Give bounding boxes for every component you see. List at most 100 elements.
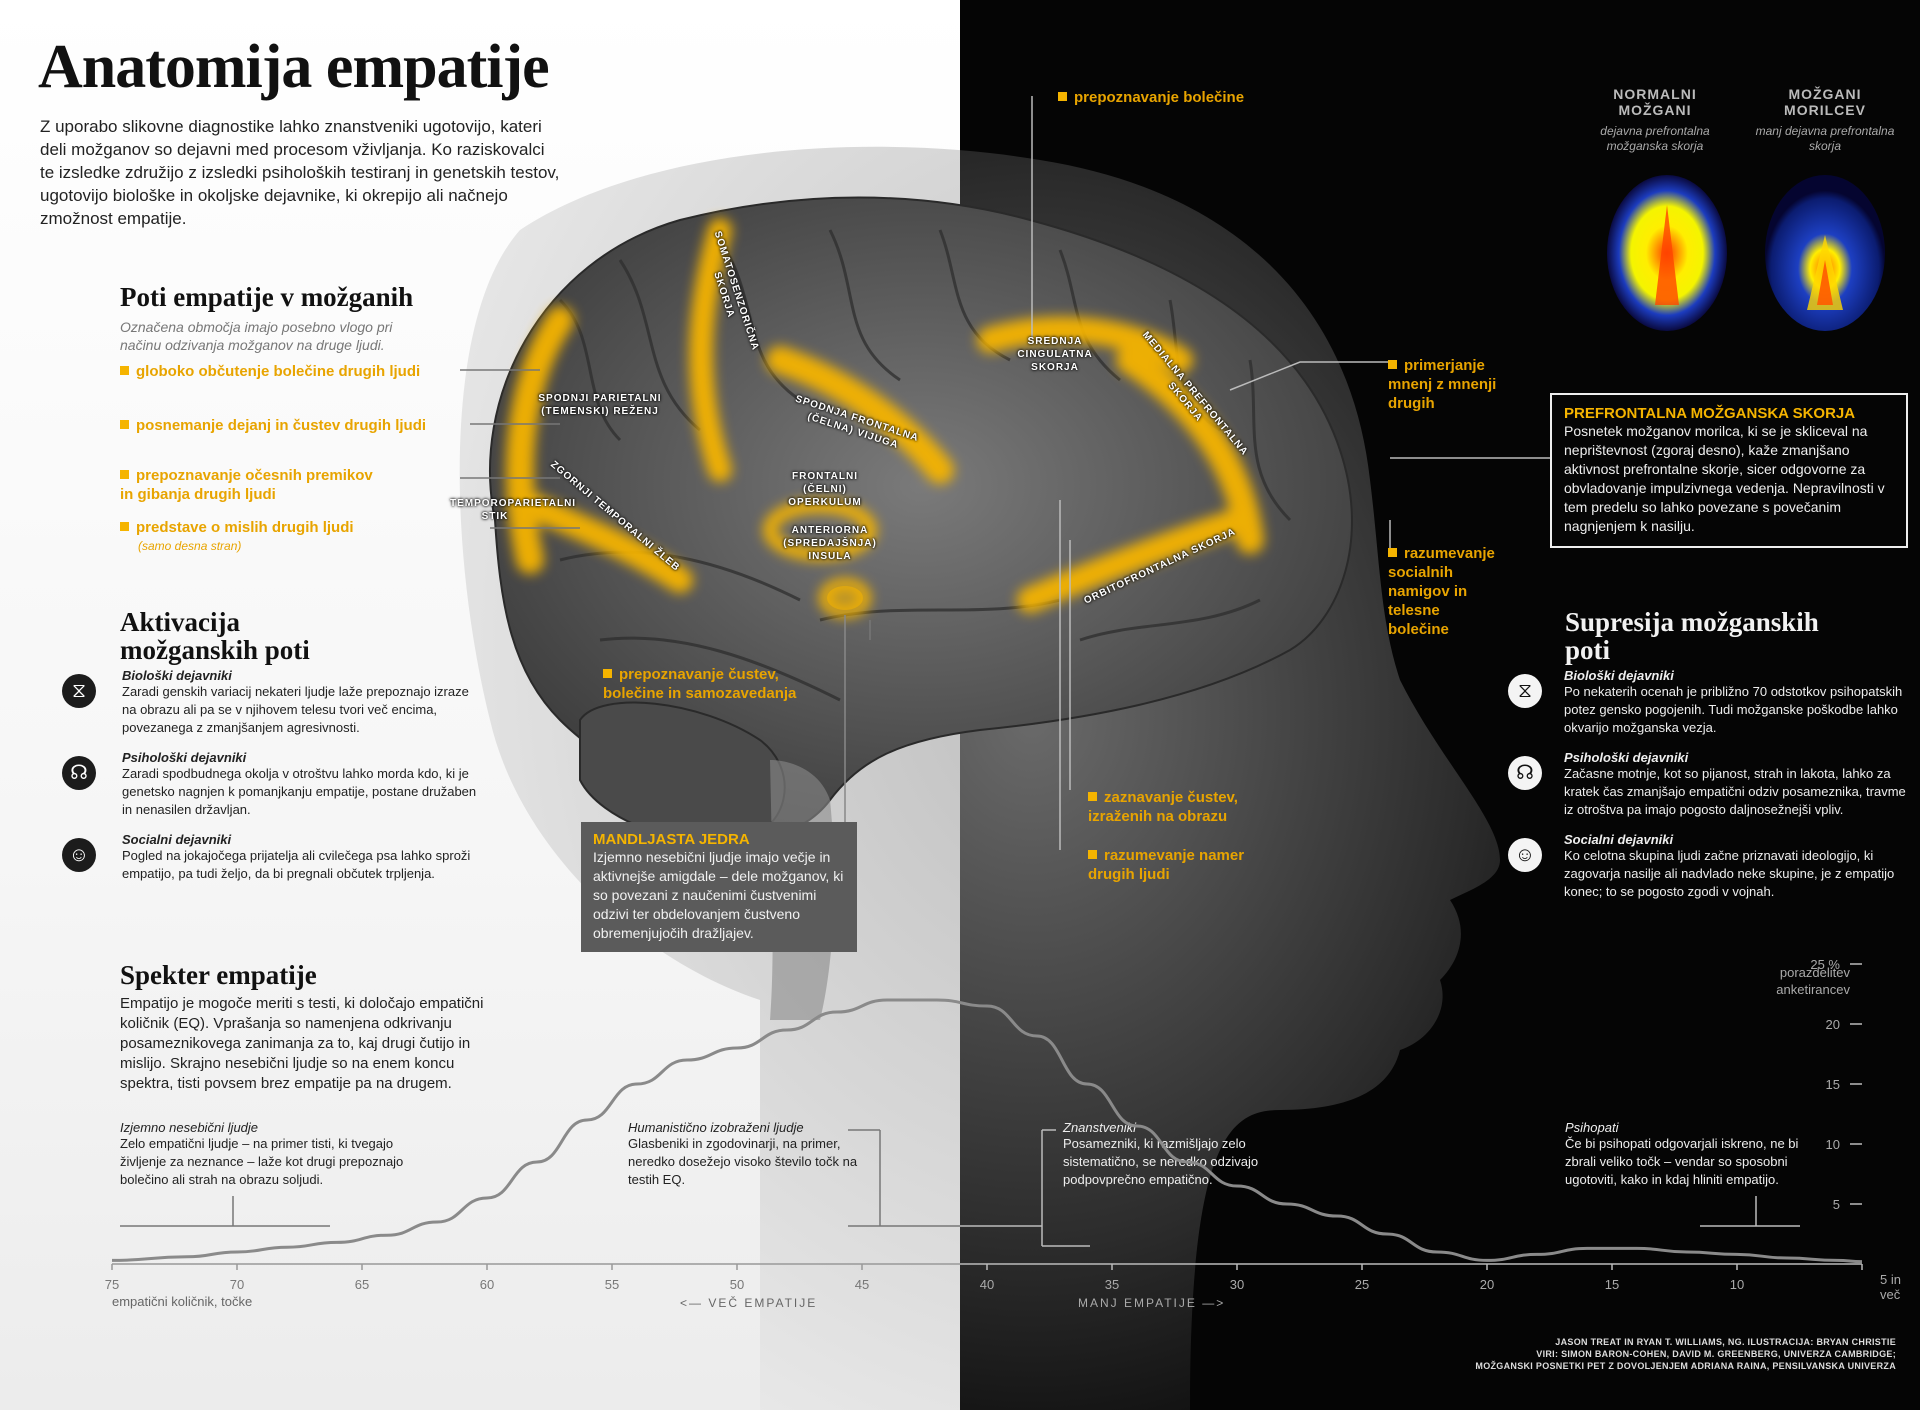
amygdala-callout: MANDLJASTA JEDRA Izjemno nesebični ljudj… xyxy=(581,822,857,952)
factor-text: Zaradi spodbudnega okolja v otroštvu lah… xyxy=(122,766,477,817)
y-axis-label: porazdelitev anketirancev xyxy=(1776,965,1850,997)
factor-text: Začasne motnje, kot so pijanost, strah i… xyxy=(1564,766,1906,817)
head-brain-icon: ☊ xyxy=(1508,756,1542,790)
type-psychopaths: Psihopati Če bi psihopati odgovarjali is… xyxy=(1565,1120,1815,1189)
pathway-item-pain: globoko občutenje bolečine drugih ljudi xyxy=(120,362,460,381)
type-text: Zelo empatični ljudje – na primer tisti,… xyxy=(120,1136,404,1187)
x-tick-label: 35 xyxy=(1105,1277,1119,1292)
factor-title: Psihološki dejavniki xyxy=(122,750,247,765)
region-parietal xyxy=(506,306,574,574)
x-tick-label: 65 xyxy=(355,1277,369,1292)
pet-scan-images xyxy=(1607,175,1885,331)
factor-title: Psihološki dejavniki xyxy=(1564,750,1689,765)
type-text: Če bi psihopati odgovarjali iskreno, ne … xyxy=(1565,1136,1799,1187)
pathway-item-minds: predstave o mislih drugih ljudi xyxy=(120,518,460,537)
page-title: Anatomija empatije xyxy=(38,33,550,101)
x-tick-label: 70 xyxy=(230,1277,244,1292)
type-humanists: Humanistično izobraženi ljudje Glasbenik… xyxy=(628,1120,858,1189)
x-end-label: 5 in več xyxy=(1880,1272,1901,1302)
pathway-note: (samo desna stran) xyxy=(138,539,242,553)
y-tick-label: 5 xyxy=(1833,1197,1840,1212)
credits: JASON TREAT IN RYAN T. WILLIAMS, NG. ILU… xyxy=(1475,1336,1896,1372)
pathway-item-eye: prepoznavanje očesnih premikov in gibanj… xyxy=(120,467,373,503)
credit-line: MOŽGANSKI POSNETKI PET Z DOVOLJENJEM ADR… xyxy=(1475,1361,1896,1371)
x-tick-label: 75 xyxy=(105,1277,119,1292)
type-title: Znanstveniki xyxy=(1063,1120,1136,1135)
amygdala-heading: MANDLJASTA JEDRA xyxy=(593,831,750,848)
head-brain-icon: ☊ xyxy=(62,756,96,790)
region-amygdala xyxy=(819,578,871,618)
prefrontal-heading: PREFRONTALNA MOŽGANSKA SKORJA xyxy=(1564,405,1856,422)
type-scientists: Znanstveniki Posamezniki, ki razmišljajo… xyxy=(1063,1120,1283,1189)
type-altruists: Izjemno nesebični ljudje Zelo empatični … xyxy=(120,1120,420,1189)
pathways-subtitle: Označena območja imajo posebno vlogo pri… xyxy=(120,319,393,353)
label-intentions: razumevanje namer drugih ljudi xyxy=(1088,847,1245,883)
factor-text: Zaradi genskih variacij nekateri ljudje … xyxy=(122,684,469,735)
label-tpj: TEMPOROPARIETALNI STIK xyxy=(450,498,577,522)
credit-line: VIRI: SIMON BARON-COHEN, DAVID M. GREENB… xyxy=(1536,1349,1896,1359)
x-tick-label: 55 xyxy=(605,1277,619,1292)
intro-paragraph: Z uporabo slikovne diagnostike lahko zna… xyxy=(40,117,560,228)
x-tick-label: 25 xyxy=(1355,1277,1369,1292)
dna-icon: ⧖ xyxy=(62,674,96,708)
dna-icon: ⧖ xyxy=(1508,674,1542,708)
type-text: Posamezniki, ki razmišljajo zelo sistema… xyxy=(1063,1136,1259,1187)
people-icon: ☺ xyxy=(62,838,96,872)
x-tick-label: 20 xyxy=(1480,1277,1494,1292)
x-tick-label: 15 xyxy=(1605,1277,1619,1292)
x-tick-label: 10 xyxy=(1730,1277,1744,1292)
activation-heading: Aktivacija možganskih poti xyxy=(120,607,310,665)
pathways-heading: Poti empatije v možganih xyxy=(120,282,414,312)
x-tick-label: 45 xyxy=(855,1277,869,1292)
label-social-cues: razumevanje socialnih namigov in telesne… xyxy=(1388,545,1495,638)
x-tick-label: 30 xyxy=(1230,1277,1244,1292)
spectrum-text: Empatijo je mogoče meriti s testi, ki do… xyxy=(120,995,484,1092)
region-somatosensory xyxy=(689,218,732,482)
x-axis-label: empatični količnik, točke xyxy=(112,1294,253,1309)
distribution-line xyxy=(111,998,1863,1264)
factor-text: Pogled na jokajočega prijatelja ali cvil… xyxy=(122,848,471,881)
amygdala-text: Izjemno nesebični ljudje imajo večje in … xyxy=(593,849,844,941)
type-title: Izjemno nesebični ljudje xyxy=(120,1120,259,1135)
prefrontal-text: Posnetek možganov morilca, ki se je skli… xyxy=(1564,423,1885,534)
region-cingulate xyxy=(977,316,1193,373)
people-icon: ☺ xyxy=(1508,838,1542,872)
scan-killer: MOŽGANI MORILCEV manj dejavna prefrontal… xyxy=(1750,86,1900,154)
factor-title: Biološki dejavniki xyxy=(1564,668,1674,683)
label-parietal: SPODNJI PARIETALNI (TEMENSKI) REŽENJ xyxy=(538,393,662,417)
x-tick-label: 40 xyxy=(980,1277,994,1292)
credit-line: JASON TREAT IN RYAN T. WILLIAMS, NG. ILU… xyxy=(1555,1337,1896,1347)
factor-title: Biološki dejavniki xyxy=(122,668,232,683)
scan-killer-sub: manj dejavna prefrontalna skorja xyxy=(1755,124,1895,153)
x-tick-label: 60 xyxy=(480,1277,494,1292)
factor-text: Ko celotna skupina ljudi začne priznavat… xyxy=(1564,848,1895,899)
scan-normal-sub: dejavna prefrontalna možganska skorja xyxy=(1600,124,1710,153)
label-emotions: prepoznavanje čustev, bolečine in samoza… xyxy=(603,666,797,702)
y-tick-label: 10 xyxy=(1826,1137,1840,1152)
more-empathy-label: <— VEČ EMPATIJE xyxy=(680,1296,818,1310)
region-insula xyxy=(763,499,877,561)
label-pain-recognition: prepoznavanje bolečine xyxy=(1058,88,1244,107)
factor-title: Socialni dejavniki xyxy=(122,832,232,847)
type-title: Humanistično izobraženi ljudje xyxy=(628,1120,804,1135)
prefrontal-callout: PREFRONTALNA MOŽGANSKA SKORJA Posnetek m… xyxy=(1550,393,1908,548)
region-ifg xyxy=(766,346,954,484)
y-tick-label: 20 xyxy=(1826,1017,1840,1032)
less-empathy-label: MANJ EMPATIJE —> xyxy=(1078,1296,1226,1310)
y-tick-label: 15 xyxy=(1826,1077,1840,1092)
type-title: Psihopati xyxy=(1565,1120,1619,1135)
y-tick-label: 25 % xyxy=(1810,957,1840,972)
label-insula: ANTERIORNA (SPREDAJŠNJA) INSULA xyxy=(783,525,877,562)
pathway-item-mimic: posnemanje dejanj in čustev drugih ljudi xyxy=(120,416,460,435)
spectrum-heading: Spekter empatije xyxy=(120,960,317,990)
label-operculum: FRONTALNI (ČELNI) OPERKULUM xyxy=(788,471,862,508)
scan-killer-heading: MOŽGANI MORILCEV xyxy=(1784,86,1866,118)
label-opinions: primerjanje mnenj z mnenji drugih xyxy=(1388,357,1497,412)
factor-title: Socialni dejavniki xyxy=(1564,832,1674,847)
region-sts xyxy=(507,487,693,593)
label-cingulate: SREDNJA CINGULATNA SKORJA xyxy=(1017,336,1093,373)
factor-text: Po nekaterih ocenah je približno 70 odst… xyxy=(1564,684,1903,735)
type-text: Glasbeniki in zgodovinarji, na primer, n… xyxy=(628,1136,858,1187)
